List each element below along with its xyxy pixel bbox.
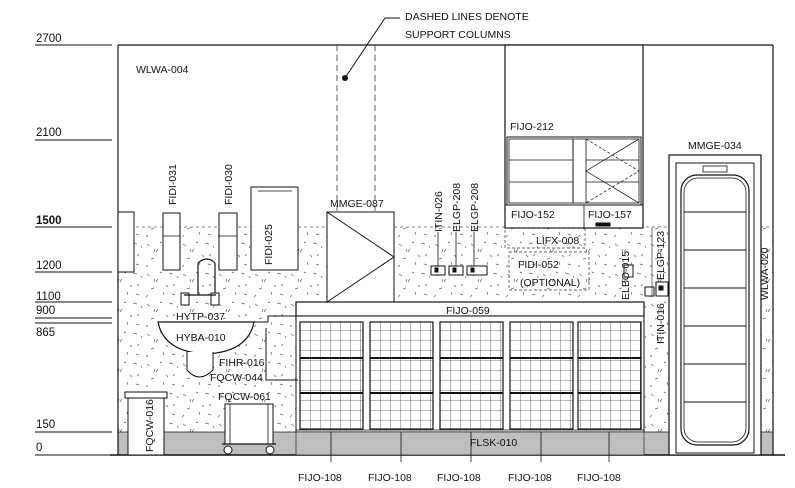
label-fidi-030: FIDI-030 xyxy=(223,164,235,205)
label-fijo-108-4: FIJO-108 xyxy=(508,472,552,484)
label-wlwa-004: WLWA-004 xyxy=(136,64,189,76)
sink-base xyxy=(295,431,645,456)
label-fqcw-016: FQCW-016 xyxy=(144,399,156,452)
level-1500: 1500 xyxy=(36,215,62,227)
label-fqcw-061: FQCW-061 xyxy=(218,391,271,403)
level-0: 0 xyxy=(36,442,42,454)
label-flsk-010: FLSK-010 xyxy=(470,437,517,449)
label-fidi-052: FIDI-052 xyxy=(518,259,559,271)
label-wlwa-020: WLWA-020 xyxy=(759,247,771,300)
label-fijo-059: FIJO-059 xyxy=(446,305,490,317)
drawer-units xyxy=(299,321,642,430)
level-865: 865 xyxy=(36,327,55,339)
label-itin-016: ITIN-016 xyxy=(655,303,667,344)
label-fihr-016: FIHR-016 xyxy=(219,357,265,369)
level-labels: 2700 2100 1500 1200 1100 900 865 150 0 xyxy=(36,33,62,454)
level-lines xyxy=(35,44,112,456)
label-fijo-108-1: FIJO-108 xyxy=(298,472,342,484)
label-elgp-208-b: ELGP-208 xyxy=(469,183,481,232)
note-line-2: SUPPORT COLUMNS xyxy=(405,29,511,41)
label-fidi-025: FIDI-025 xyxy=(263,224,275,265)
level-2100: 2100 xyxy=(36,127,62,139)
label-fijo-108-3: FIJO-108 xyxy=(437,472,481,484)
label-elgp-208-a: ELGP-208 xyxy=(451,183,463,232)
level-1100: 1100 xyxy=(36,291,61,303)
label-hyba-010: HYBA-010 xyxy=(176,332,226,344)
level-150: 150 xyxy=(36,419,55,431)
label-elbo-015: ELBO-015 xyxy=(620,251,632,300)
drawer-leaders xyxy=(330,432,610,462)
label-fqcw-044: FQCW-044 xyxy=(210,372,263,384)
waste-bin xyxy=(124,391,168,456)
upper-cabinet xyxy=(504,44,644,229)
leader-dot xyxy=(342,75,348,81)
optional-fixture xyxy=(504,227,590,291)
label-fijo-212: FIJO-212 xyxy=(510,121,554,133)
label-fijo-152: FIJO-152 xyxy=(511,209,555,221)
label-fijo-108-5: FIJO-108 xyxy=(577,472,621,484)
label-itin-026: ITIN-026 xyxy=(433,191,445,232)
label-optional: (OPTIONAL) xyxy=(520,277,580,289)
note-leader xyxy=(344,17,400,79)
label-fijo-157: FIJO-157 xyxy=(588,209,632,221)
wall-unit-mmge-087 xyxy=(326,211,395,303)
dispensers xyxy=(117,186,299,273)
label-mmge-087: MMGE-087 xyxy=(330,198,384,210)
refrigerator xyxy=(668,154,762,456)
level-2700: 2700 xyxy=(36,33,62,45)
note-line-1: DASHED LINES DENOTE xyxy=(405,11,529,23)
outlets xyxy=(430,232,488,276)
level-1200: 1200 xyxy=(36,260,62,272)
label-mmge-034: MMGE-034 xyxy=(688,140,742,152)
label-fijo-108-2: FIJO-108 xyxy=(368,472,412,484)
label-hytp-037: HYTP-037 xyxy=(176,311,225,323)
label-lifx-008: LIFX-008 xyxy=(536,235,579,247)
level-900: 900 xyxy=(36,305,55,317)
label-elgp-123: ELGP-123 xyxy=(655,231,667,280)
label-fidi-031: FIDI-031 xyxy=(167,164,179,205)
right-outlets xyxy=(623,227,669,297)
hand-basin xyxy=(157,258,300,381)
cart xyxy=(222,403,276,455)
